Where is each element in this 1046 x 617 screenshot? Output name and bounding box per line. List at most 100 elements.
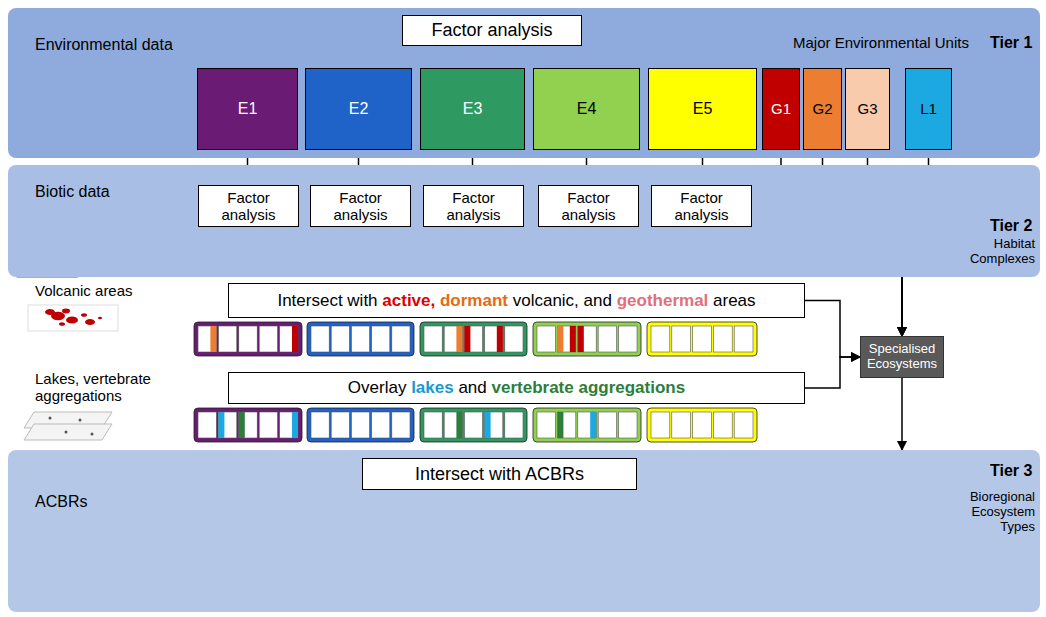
volcanic-row-cell [372,326,390,352]
volcanic-row-cell [485,326,503,352]
process-box: Intersect with active, dormant volcanic,… [228,283,805,318]
lake-row-cell [424,412,442,438]
volcanic-row-frame [533,322,641,356]
volcanic-area [62,309,70,314]
lake-row-frame [420,408,527,442]
volcanic-row-cell [598,326,616,352]
process-box: G3 [845,68,890,150]
volcanic-row-frame [420,322,527,356]
volcanic-row-cell [198,326,216,352]
box-label: E3 [463,100,483,118]
lake-row-cell [392,412,410,438]
process-box: E5 [648,68,757,150]
volcanic-row-frame [647,322,757,356]
volcanic-row-cell [672,326,691,352]
volcanic-row-cell [424,326,442,352]
volcanic-area [98,317,102,319]
band-label: ACBRs [35,493,87,511]
process-box: Factor analysis [402,15,582,46]
connector-arrow [901,378,903,450]
tier-band: Intersect with ACBRsACBRsTier 3Bioregion… [8,450,1040,612]
box-label: Specialised Ecosystems [865,342,939,372]
box-label: E5 [693,100,713,118]
volcanic-row-cell [651,326,670,352]
process-box: Specialised Ecosystems [860,336,944,378]
box-label: G1 [771,100,791,117]
lake-accent [239,412,245,438]
lake-row-frame [307,408,414,442]
lake-dot [79,419,82,422]
lake-dot [65,431,68,434]
volcanic-row-cell [280,326,298,352]
process-box: E4 [533,68,640,150]
tier-band: Factor analysis Factor analysis Factor ana… [8,165,1040,277]
lake-row-cell [311,412,329,438]
lake-row-cell [557,412,575,438]
process-box: Factor analysis [310,185,411,228]
volcanic-accent [557,326,563,352]
lake-row-cell [351,412,369,438]
process-box: Intersect with ACBRs [362,458,637,490]
process-box: Factor analysis [538,185,639,228]
lake-row-cell [693,412,712,438]
box-label: L1 [920,100,937,117]
volcanic-accent [210,326,216,352]
lake-dot [49,417,52,420]
lake-row-frame [647,408,757,442]
volcanic-row-cell [444,326,462,352]
volcanic-row-cell [239,326,257,352]
volcanic-row-cell [218,326,236,352]
lake-row-cell [734,412,753,438]
side-label: Volcanic areas [35,282,133,299]
volcanic-accent [456,326,462,352]
lake-dot [91,433,94,436]
lake-row-cell [239,412,257,438]
band-label: Tier 3 [990,462,1032,480]
lake-row-cell [537,412,555,438]
lake-row-cell [372,412,390,438]
lake-row-cell [280,412,298,438]
volcanic-area [66,316,78,323]
lake-row-frame [533,408,641,442]
connector-arrow [805,357,860,388]
box-label: Factor analysis [428,189,519,224]
lake-row-cell [218,412,236,438]
volcanic-row-cell [557,326,575,352]
volcanic-accent [464,326,470,352]
lake-row-cell [578,412,596,438]
volcanic-row-cell [331,326,349,352]
volcanic-accent [578,326,584,352]
box-label: Factor analysis [203,189,294,224]
volcanic-area [51,312,65,320]
box-label: Factor analysis [315,189,406,224]
volcanic-accent [570,326,576,352]
volcanic-area [59,322,65,326]
lake-accent [218,412,224,438]
process-box: E2 [305,68,412,150]
process-box: Factor analysis [423,185,524,228]
lake-layer [24,424,112,440]
lake-row-cell [598,412,616,438]
volcanic-area [81,313,87,317]
band-label: Tier 2 [990,217,1032,235]
lake-row-cell [331,412,349,438]
box-label: E1 [238,100,258,118]
volcanic-row-cell [259,326,277,352]
volcanic-accent [497,326,503,352]
box-label: Overlay lakes and vertebrate aggregation… [348,378,685,398]
lake-accent [557,412,563,438]
side-label: Lakes, vertebrate aggregations [35,370,175,405]
process-box: G2 [803,68,842,150]
volcanic-row-cell [505,326,523,352]
process-box: E1 [197,68,298,150]
volcanic-row-cell [713,326,732,352]
volcanic-map [28,305,118,331]
box-label: G2 [812,100,832,117]
process-box: Overlay lakes and vertebrate aggregation… [228,372,805,404]
box-label: Factor analysis [543,189,634,224]
volcanic-area [85,319,95,325]
lake-row-cell [619,412,637,438]
lake-row-frame [194,408,302,442]
band-label: Tier 1 [990,34,1032,52]
lake-accent [456,412,462,438]
